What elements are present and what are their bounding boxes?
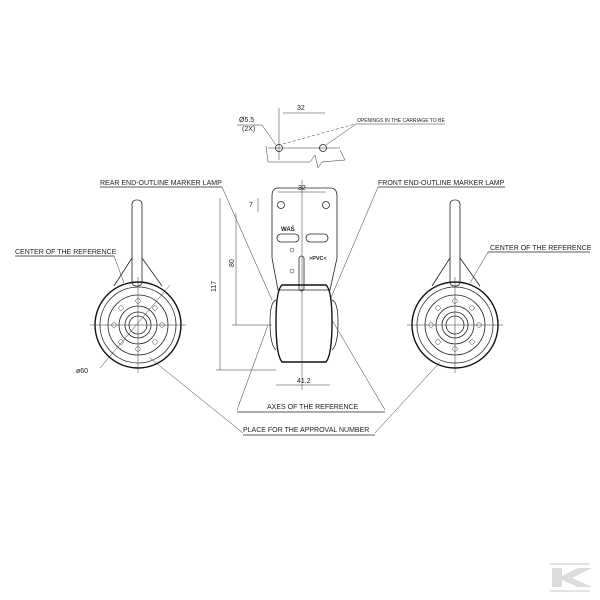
marking-was: WAŚ bbox=[281, 226, 295, 233]
dim-7: 7 bbox=[249, 202, 253, 209]
dim-hole-spacing: 32 bbox=[297, 105, 305, 112]
rear-lamp-label: REAR END-OUTLINE MARKER LAMP bbox=[100, 180, 222, 187]
dimensions: 32 7 117 80 41.2 bbox=[211, 185, 330, 386]
hole-count: (2X) bbox=[242, 126, 255, 133]
axes-reference-label: AXES OF THE REFERENCE bbox=[267, 404, 359, 411]
brand-logo bbox=[550, 563, 592, 592]
dim-80: 80 bbox=[229, 259, 236, 267]
hole-diameter: Ø5.5 bbox=[239, 117, 254, 124]
side-view: WAŚ >PVC< bbox=[269, 180, 339, 390]
center-reference-label-right: CENTER OF THE REFERENCE bbox=[490, 245, 592, 252]
dim-width-top: 32 bbox=[298, 185, 306, 192]
approval-number-label: PLACE FOR THE APPROVAL NUMBER bbox=[243, 427, 369, 434]
dim-width-bottom: 41.2 bbox=[297, 378, 311, 385]
front-lamp-view bbox=[407, 199, 503, 373]
dim-diameter: ø60 bbox=[76, 368, 88, 375]
openings-label: OPENINGS IN THE CARRIAGE TO BE bbox=[357, 118, 445, 124]
dim-height: 117 bbox=[211, 281, 218, 292]
rear-lamp-view bbox=[90, 199, 186, 373]
mounting-hole-detail: 32 Ø5.5 (2X) OPENINGS IN THE CARRIAGE TO… bbox=[237, 105, 445, 169]
front-lamp-label: FRONT END-OUTLINE MARKER LAMP bbox=[378, 180, 505, 187]
center-reference-label-left: CENTER OF THE REFERENCE bbox=[15, 249, 117, 256]
marking-pvc: >PVC< bbox=[309, 256, 327, 262]
